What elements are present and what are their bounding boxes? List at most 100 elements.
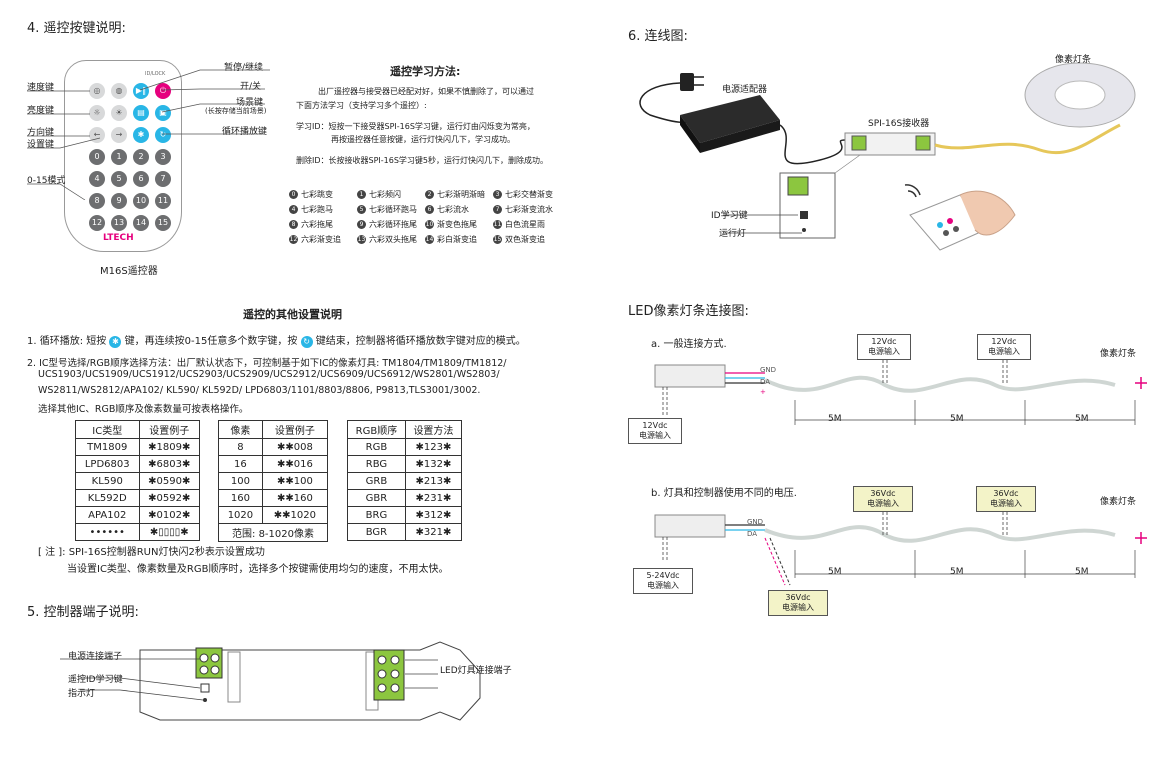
number-key-10[interactable]: 10: [133, 193, 149, 209]
label-power: 开/关: [240, 82, 262, 92]
pause-key[interactable]: ▶‖: [133, 83, 149, 99]
mode-number: 15: [493, 235, 502, 244]
scene-key-a[interactable]: ▤: [133, 105, 149, 121]
table-row: RGB✱123✱: [347, 438, 463, 456]
table-cell: KL590: [75, 472, 140, 490]
controller-terminal-diagram: [60, 641, 481, 721]
label-setting: 设置键: [27, 140, 55, 150]
direction-right-key[interactable]: →: [111, 127, 127, 143]
table-cell: ✱0102✱: [138, 506, 200, 524]
table-row: 100✱✱100: [218, 472, 329, 490]
power-key[interactable]: ⏻: [155, 83, 171, 99]
speed-key[interactable]: ◎: [89, 83, 105, 99]
scene-key-b[interactable]: ▣: [155, 105, 171, 121]
label-loop: 循环播放键: [222, 127, 268, 137]
b-36v-2-l1: 36Vdc: [993, 489, 1019, 498]
table-footer: 范围: 8-1020像素: [218, 523, 328, 542]
mode-number: 2: [425, 190, 434, 199]
number-key-3[interactable]: 3: [155, 149, 171, 165]
table-row: 16✱✱016: [218, 455, 329, 473]
table-row: LPD6803✱6803✱: [75, 455, 200, 473]
table-cell: ✱0590✱: [138, 472, 200, 490]
dim-key[interactable]: ◍: [111, 83, 127, 99]
table-cell: ✱✱160: [261, 489, 329, 507]
label-direction: 方向键: [27, 128, 55, 138]
number-key-2[interactable]: 2: [133, 149, 149, 165]
mode-number: 3: [493, 190, 502, 199]
mode-label: 六彩拖尾: [301, 220, 333, 229]
b-len-1: 5M: [828, 567, 842, 577]
mode-number: 12: [289, 235, 298, 244]
b-36v-1-l1: 36Vdc: [870, 489, 896, 498]
number-key-7[interactable]: 7: [155, 171, 171, 187]
number-key-8[interactable]: 8: [89, 193, 105, 209]
mode-label: 白色流星雨: [505, 220, 545, 229]
table-cell: 160: [218, 489, 263, 507]
term-led: 指示灯: [68, 689, 96, 699]
number-key-5[interactable]: 5: [111, 171, 127, 187]
table-cell: ✱321✱: [404, 523, 463, 541]
table-header: 设置方法: [404, 420, 463, 439]
number-key-6[interactable]: 6: [133, 171, 149, 187]
table-row: GRB✱213✱: [347, 472, 463, 490]
table-cell: ✱✱1020: [261, 506, 329, 524]
number-key-11[interactable]: 11: [155, 193, 171, 209]
table-row: RBG✱132✱: [347, 455, 463, 473]
term-out: LED灯具连接端子: [440, 666, 512, 676]
setting-key[interactable]: ✱: [133, 127, 149, 143]
brightness-up-key[interactable]: ☀: [111, 105, 127, 121]
wiring-diagram: [639, 62, 1136, 251]
remote-m16s: ID/LOCK ◎ ◍ ▶‖ ⏻ ☼ ☀ ▤ ▣ ← → ✱ ↻ LTECH 0…: [64, 60, 182, 252]
a-da: DA: [760, 378, 771, 386]
table-cell: 100: [218, 472, 263, 490]
number-key-0[interactable]: 0: [89, 149, 105, 165]
led-connection-title: LED像素灯条连接图:: [628, 304, 749, 319]
a-len-2: 5M: [950, 414, 964, 424]
number-key-13[interactable]: 13: [111, 215, 127, 231]
strip-label-top: 像素灯条: [1055, 55, 1092, 65]
label-scene-note: (长按存储当前场景): [205, 107, 267, 115]
loop-key[interactable]: ↻: [155, 127, 171, 143]
label-scene: 场景键: [236, 98, 264, 108]
mode-label: 七彩跳变: [301, 190, 333, 199]
mode-label: 彩白渐变追: [437, 235, 477, 244]
table-cell: 16: [218, 455, 263, 473]
number-key-12[interactable]: 12: [89, 215, 105, 231]
item1-a: 1. 循环播放: 短按: [27, 336, 107, 347]
mode-number: 13: [357, 235, 366, 244]
number-key-4[interactable]: 4: [89, 171, 105, 187]
a-12v-2-l2: 电源输入: [988, 347, 1020, 356]
table-cell: BRG: [347, 506, 406, 524]
table-row: KL590✱0590✱: [75, 472, 200, 490]
mode-number: 8: [289, 220, 298, 229]
table-cell: RBG: [347, 455, 406, 473]
item2-l4: 选择其他IC、RGB顺序及像素数量可按表格操作。: [38, 404, 249, 415]
number-key-1[interactable]: 1: [111, 149, 127, 165]
mode-number: 10: [425, 220, 434, 229]
table-cell: ✱6803✱: [138, 455, 200, 473]
table-cell: KL592D: [75, 489, 140, 507]
label-pause: 暂停/继续: [224, 63, 264, 73]
table-row: 160✱✱160: [218, 489, 329, 507]
brightness-down-key[interactable]: ☼: [89, 105, 105, 121]
section5-title: 5. 控制器端子说明:: [27, 605, 139, 620]
table-cell: GRB: [347, 472, 406, 490]
number-key-14[interactable]: 14: [133, 215, 149, 231]
a-12v-3-l2: 电源输入: [639, 431, 671, 440]
number-key-15[interactable]: 15: [155, 215, 171, 231]
item1-c: 键结束，控制器将循环播放数字键对应的模式。: [315, 336, 526, 347]
table-cell: ••••••: [75, 523, 140, 541]
number-key-9[interactable]: 9: [111, 193, 127, 209]
direction-left-key[interactable]: ←: [89, 127, 105, 143]
